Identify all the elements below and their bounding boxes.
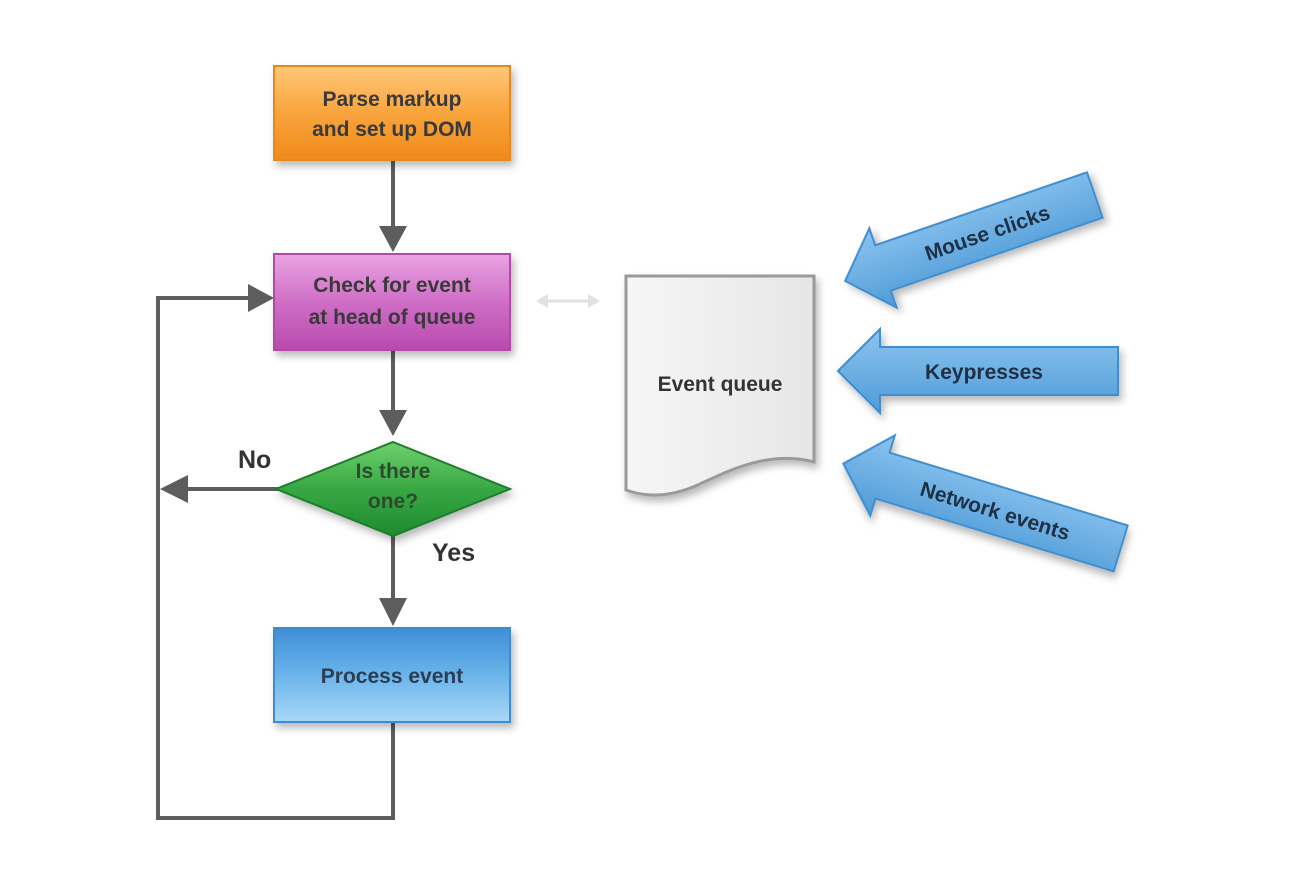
event-queue-label: Event queue — [658, 373, 783, 396]
process-event-label: Process event — [321, 665, 463, 688]
decision-diamond — [273, 440, 513, 538]
network-events-arrow: Network events — [841, 433, 1129, 573]
connector-no-branch — [160, 475, 278, 503]
mouse-clicks-arrow: Mouse clicks — [843, 171, 1104, 310]
decision-line2: one? — [368, 490, 418, 513]
connector-check-to-decision — [379, 350, 407, 436]
decision-line1: Is there — [356, 460, 431, 483]
check-event-line2: at head of queue — [309, 306, 476, 329]
parse-markup-box — [273, 65, 511, 161]
check-event-line1: Check for event — [313, 274, 471, 297]
event-queue-document — [624, 274, 816, 497]
keypresses-arrow: Keypresses — [836, 326, 1119, 416]
check-event-box — [273, 253, 511, 351]
connector-parse-to-check — [379, 160, 407, 252]
keypresses-label: Keypresses — [925, 361, 1043, 384]
connector-loop-back — [156, 284, 395, 820]
yes-branch-label: Yes — [432, 539, 475, 567]
queue-link-arrow — [536, 294, 600, 308]
process-event-box — [273, 627, 511, 723]
parse-markup-line1: Parse markup — [323, 88, 462, 111]
connector-decision-to-process — [379, 536, 407, 626]
no-branch-label: No — [238, 446, 271, 474]
parse-markup-line2: and set up DOM — [312, 118, 472, 141]
